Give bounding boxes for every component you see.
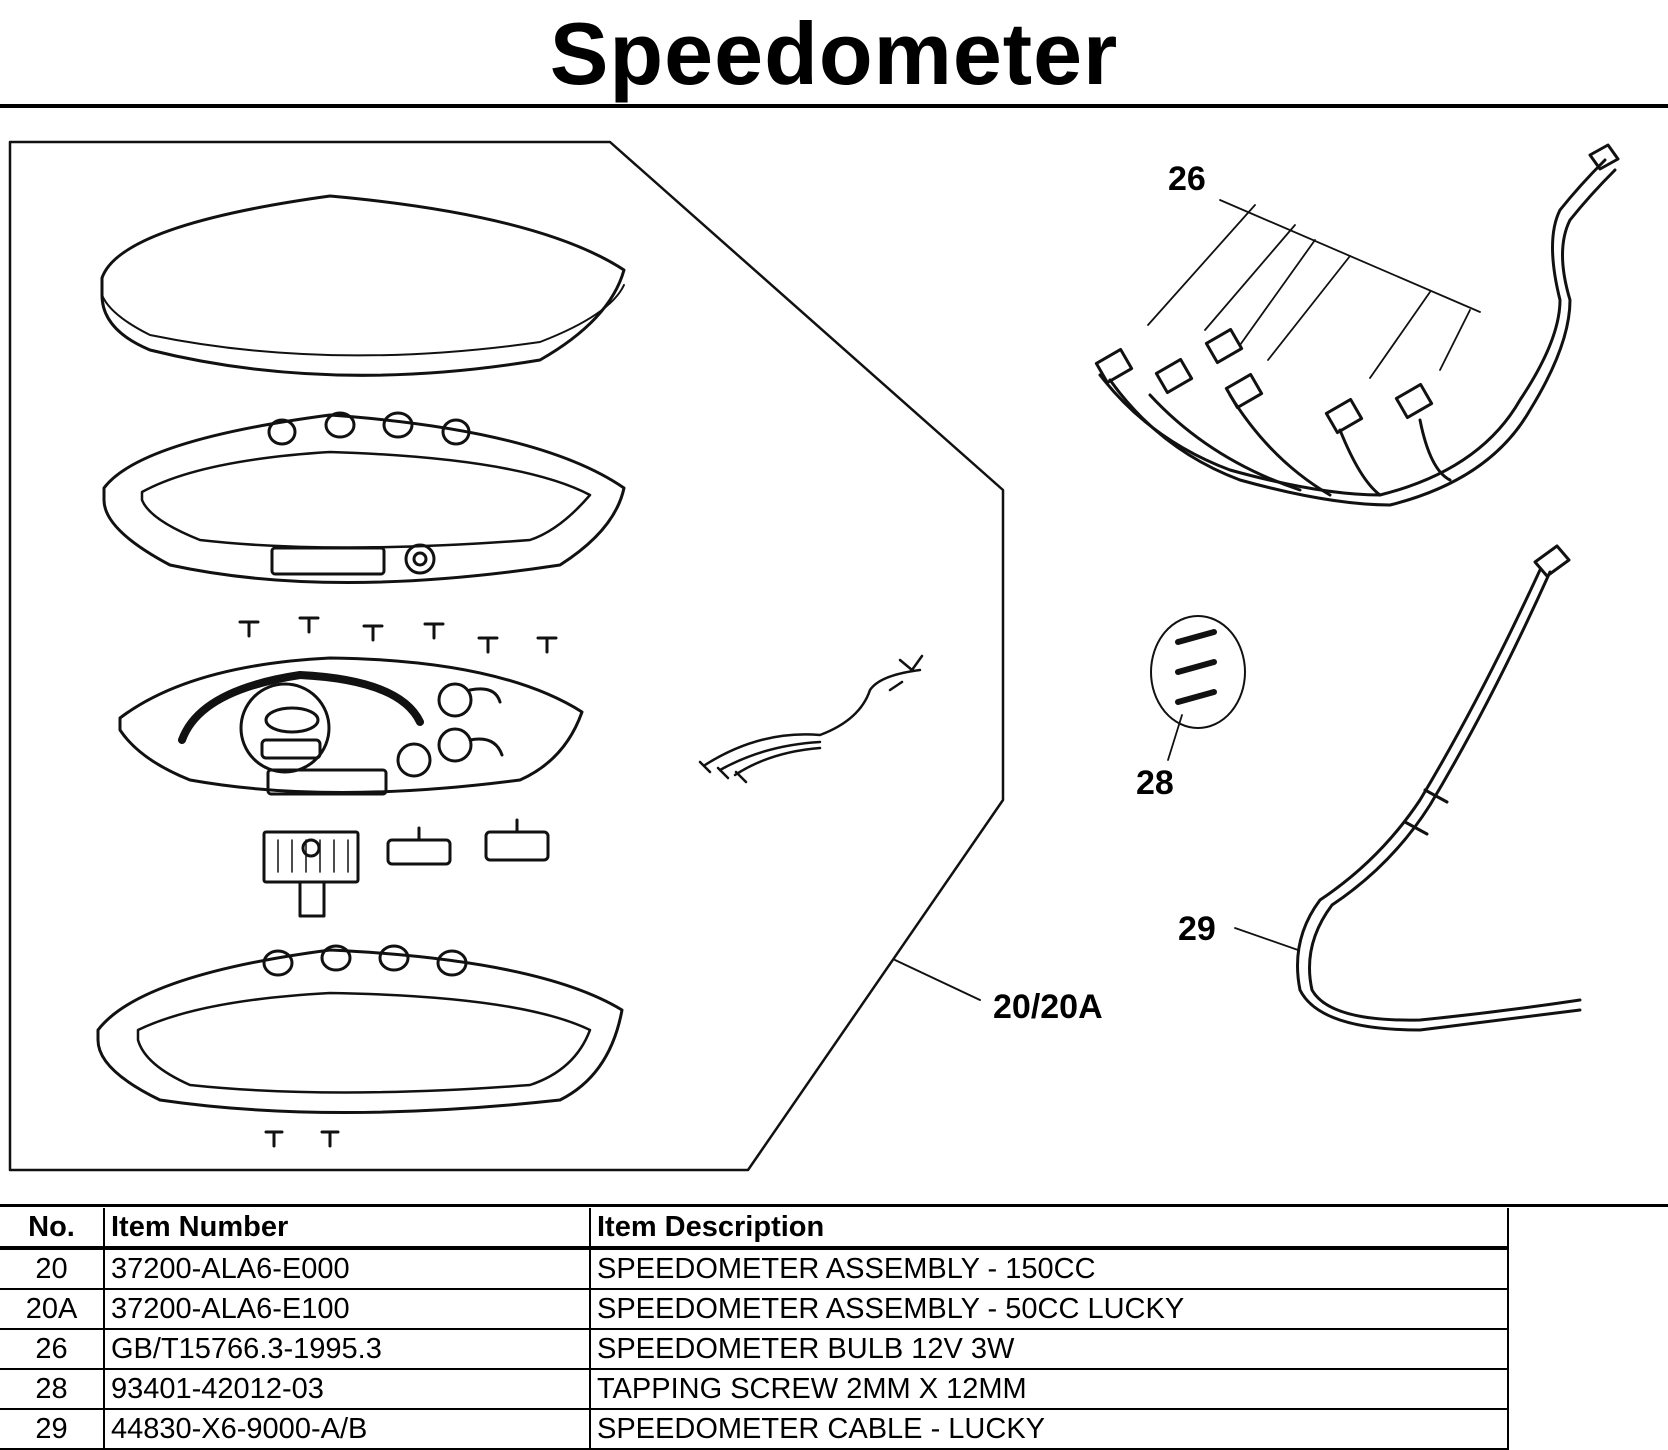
table-row: 20A 37200-ALA6-E100 SPEEDOMETER ASSEMBLY…	[0, 1289, 1509, 1330]
cell-item-description: SPEEDOMETER ASSEMBLY - 50CC LUCKY	[589, 1289, 1509, 1330]
title-divider	[0, 104, 1668, 108]
connector-parts	[262, 818, 550, 918]
assembly-outline	[8, 140, 1005, 1172]
exploded-parts-diagram	[8, 140, 1620, 1172]
header-item-number: Item Number	[103, 1208, 591, 1250]
lens-cover	[100, 194, 626, 377]
parts-table: No. Item Number Item Description 20 3720…	[0, 1208, 1509, 1450]
upper-bezel	[102, 411, 626, 584]
cell-no: 20	[0, 1248, 105, 1290]
cell-no: 29	[0, 1409, 105, 1450]
bulb-leader-lines	[1147, 199, 1481, 379]
gauge-body	[118, 656, 584, 796]
cell-no: 20A	[0, 1289, 105, 1330]
wiring-harness	[1094, 143, 1620, 507]
cell-item-number: GB/T15766.3-1995.3	[103, 1329, 591, 1370]
cell-item-number: 93401-42012-03	[103, 1369, 591, 1410]
cell-item-number: 37200-ALA6-E100	[103, 1289, 591, 1330]
screws-row	[238, 616, 558, 654]
cell-item-number: 44830-X6-9000-A/B	[103, 1409, 591, 1450]
table-row: 26 GB/T15766.3-1995.3 SPEEDOMETER BULB 1…	[0, 1329, 1509, 1370]
table-row: 20 37200-ALA6-E000 SPEEDOMETER ASSEMBLY …	[0, 1248, 1509, 1290]
table-header-row: No. Item Number Item Description	[0, 1208, 1509, 1250]
callout-28: 28	[1136, 764, 1174, 802]
cell-no: 28	[0, 1369, 105, 1410]
header-item-description: Item Description	[589, 1208, 1509, 1250]
lower-bezel	[96, 944, 624, 1148]
table-row: 28 93401-42012-03 TAPPING SCREW 2MM X 12…	[0, 1369, 1509, 1410]
cell-no: 26	[0, 1329, 105, 1370]
cell-item-number: 37200-ALA6-E000	[103, 1248, 591, 1290]
small-wire-harness	[698, 654, 924, 784]
callout-29: 29	[1178, 910, 1216, 948]
table-top-rule	[0, 1204, 1668, 1207]
header-no: No.	[0, 1208, 105, 1250]
cell-item-description: TAPPING SCREW 2MM X 12MM	[589, 1369, 1509, 1410]
parts-table-section: No. Item Number Item Description 20 3720…	[0, 1200, 1668, 1450]
table-row: 29 44830-X6-9000-A/B SPEEDOMETER CABLE -…	[0, 1409, 1509, 1450]
callout-20-20a: 20/20A	[993, 988, 1103, 1026]
speedometer-cable	[1234, 544, 1582, 1032]
page-title: Speedometer	[549, 4, 1119, 103]
cell-item-description: SPEEDOMETER BULB 12V 3W	[589, 1329, 1509, 1370]
leader-20-20a	[894, 959, 981, 1001]
callout-26: 26	[1168, 160, 1206, 198]
cell-item-description: SPEEDOMETER CABLE - LUCKY	[589, 1409, 1509, 1450]
cell-item-description: SPEEDOMETER ASSEMBLY - 150CC	[589, 1248, 1509, 1290]
screw-set	[1150, 615, 1246, 761]
